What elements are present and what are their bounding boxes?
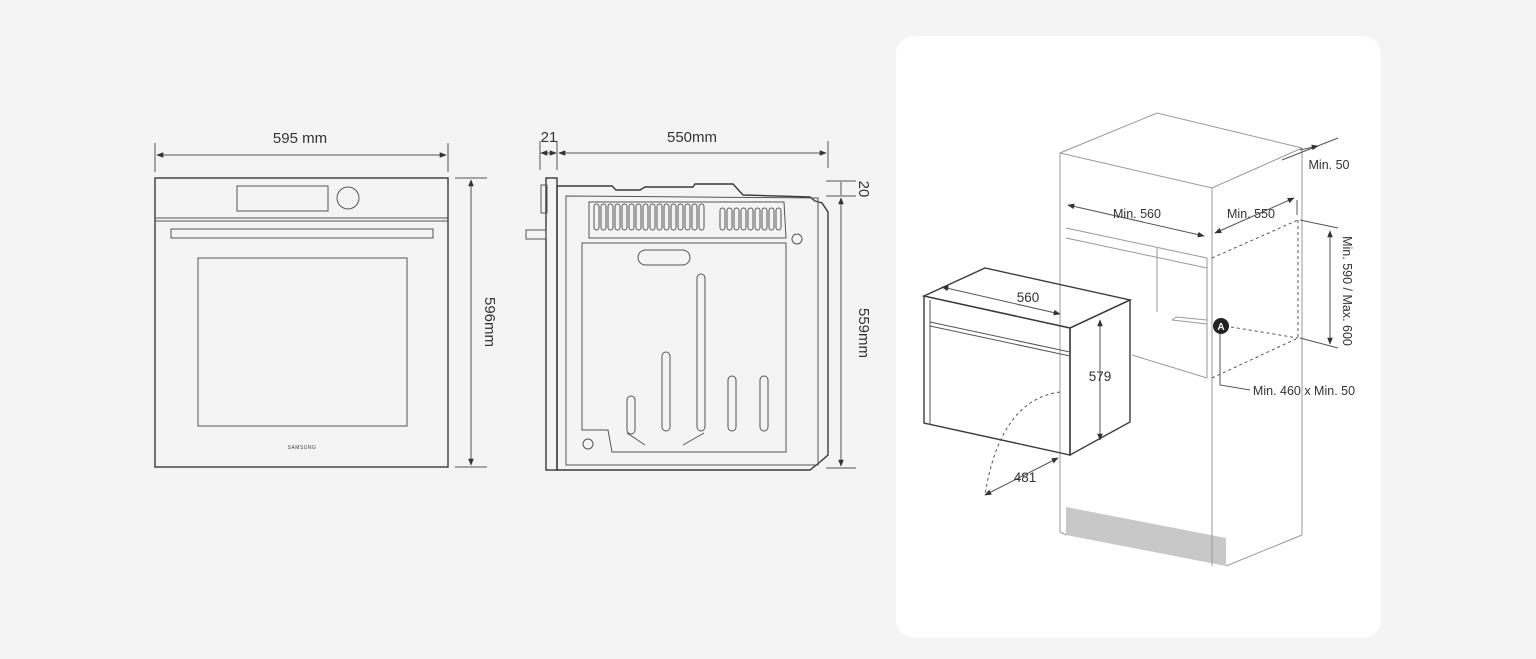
oven-height-label: 579	[1089, 369, 1112, 384]
niche-height-label: Min. 590 / Max. 600	[1340, 236, 1354, 346]
door-handle	[170, 228, 434, 239]
front-view: SAMSUNG 595 mm 596mm	[154, 130, 498, 468]
vent-opening-label: Min. 460 x Min. 50	[1253, 384, 1355, 398]
front-width-label: 595 mm	[273, 130, 327, 147]
control-knob	[336, 186, 360, 210]
front-height-label: 596mm	[481, 297, 498, 347]
oven-window	[197, 257, 408, 427]
door-profile	[545, 177, 558, 471]
plinth	[1066, 507, 1226, 566]
oven-width-label: 560	[1017, 290, 1040, 305]
side-depth-label: 550mm	[667, 129, 717, 146]
marker-a-label: A	[1217, 322, 1224, 333]
display-panel	[236, 185, 329, 212]
oven-front-outline	[154, 177, 449, 468]
installation-view: Min. 560 Min. 550 Min. 50 Min. 590 / Max…	[921, 112, 1355, 567]
vent-slots	[593, 203, 782, 231]
marker-a	[1213, 318, 1229, 334]
door-thickness-label: 21	[541, 129, 558, 146]
side-view: 21 550mm 20 559mm	[525, 129, 872, 471]
niche-width-label: Min. 560	[1113, 207, 1161, 221]
oven-isometric: 560 579 481	[921, 267, 1133, 496]
top-offset-label: 20	[855, 181, 872, 198]
side-height-label: 559mm	[855, 308, 872, 358]
niche-depth-label: Min. 550	[1227, 207, 1275, 221]
rear-gap-label: Min. 50	[1309, 158, 1350, 172]
door-swing-label: 481	[1014, 470, 1037, 485]
brand-logo: SAMSUNG	[288, 445, 317, 451]
